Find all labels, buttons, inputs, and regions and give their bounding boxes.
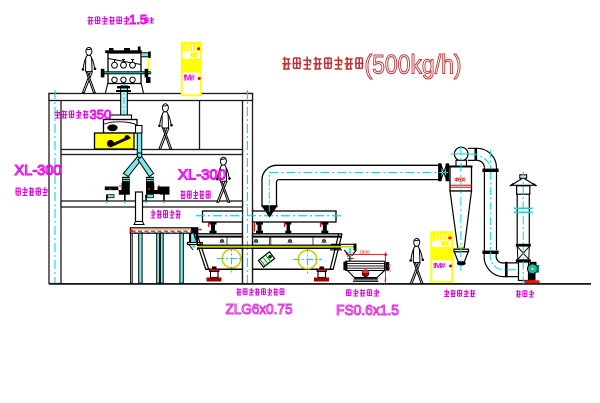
svg-text:350: 350: [90, 107, 112, 122]
svg-text:FS0.6x1.5: FS0.6x1.5: [336, 302, 399, 319]
svg-text:XL-300: XL-300: [15, 163, 62, 179]
svg-text:(500kg/h): (500kg/h): [365, 50, 462, 80]
svg-text:1500: 1500: [359, 249, 370, 255]
svg-text:ZLG6x0.75: ZLG6x0.75: [226, 301, 293, 318]
svg-text:345: 345: [387, 264, 393, 272]
svg-text:XL-300: XL-300: [178, 168, 226, 184]
svg-text:1.5: 1.5: [129, 12, 147, 27]
svg-text:Φ500: Φ500: [455, 178, 466, 184]
